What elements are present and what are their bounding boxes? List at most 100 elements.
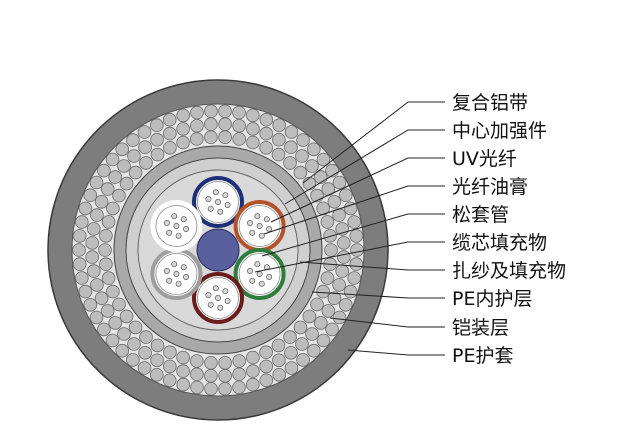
armor-wire bbox=[204, 130, 218, 145]
armor-wire bbox=[190, 119, 204, 133]
armor-wire bbox=[259, 345, 273, 360]
optical-fiber bbox=[207, 205, 214, 212]
armor-wire bbox=[296, 353, 310, 367]
label-uv-fiber: UV光纤 bbox=[452, 148, 517, 170]
armor-wire bbox=[259, 112, 274, 127]
label-pe-inner-sheath: PE内护层 bbox=[452, 288, 532, 310]
armor-wire bbox=[163, 345, 177, 360]
armor-wire bbox=[97, 322, 111, 337]
armor-wire bbox=[139, 156, 153, 170]
armor-wire bbox=[128, 165, 143, 180]
optical-fiber bbox=[258, 280, 265, 287]
optical-fiber bbox=[222, 288, 229, 295]
leader-line bbox=[270, 157, 445, 223]
leader-line bbox=[299, 261, 445, 271]
armor-wire bbox=[350, 243, 364, 257]
armor-wire bbox=[137, 361, 152, 375]
armor-wire bbox=[218, 104, 232, 118]
armor-wire bbox=[310, 297, 324, 312]
armor-wire bbox=[190, 354, 204, 368]
optical-fiber bbox=[256, 271, 263, 277]
optical-fiber bbox=[222, 192, 229, 199]
armor-wire bbox=[128, 320, 143, 335]
label-pe-outer-sheath: PE护套 bbox=[452, 345, 513, 367]
optical-fiber bbox=[247, 220, 253, 226]
armor-wire bbox=[150, 118, 164, 132]
armor-wire bbox=[259, 359, 274, 374]
armor-wire bbox=[138, 345, 152, 360]
armor-wire bbox=[272, 367, 287, 382]
armor-wire bbox=[343, 201, 358, 216]
optical-fiber bbox=[224, 202, 231, 208]
armor-wire bbox=[327, 195, 342, 209]
armor-wire bbox=[332, 278, 346, 292]
armor-wire bbox=[117, 159, 131, 173]
armor-wire bbox=[338, 188, 353, 203]
component-labels: 复合铝带 中心加强件 UV光纤 光纤油膏 松套管 缆芯填充物 扎纱及填充物 PE… bbox=[452, 92, 566, 367]
armor-wire bbox=[336, 236, 351, 250]
armor-wire bbox=[246, 364, 260, 378]
optical-fiber bbox=[215, 295, 221, 301]
label-composite-aluminum-tape: 复合铝带 bbox=[452, 92, 528, 114]
optical-fiber bbox=[215, 199, 221, 205]
cable-cross-section-icon bbox=[47, 79, 389, 421]
armor-wire bbox=[85, 236, 99, 250]
label-fiber-gel: 光纤油膏 bbox=[452, 175, 528, 198]
armor-wire bbox=[90, 278, 104, 292]
optical-fiber bbox=[175, 232, 182, 239]
optical-fiber bbox=[266, 274, 273, 280]
optical-fiber bbox=[207, 301, 214, 308]
armor-wire bbox=[284, 361, 299, 375]
armor-wire bbox=[204, 355, 218, 370]
optical-fiber bbox=[254, 261, 261, 268]
armor-wire bbox=[150, 338, 165, 353]
optical-fiber bbox=[212, 189, 219, 196]
optical-fiber bbox=[166, 229, 173, 236]
label-core-filler: 缆芯填充物 bbox=[452, 232, 547, 254]
armor-wire bbox=[117, 327, 131, 341]
leader-line bbox=[311, 291, 445, 299]
armor-wire bbox=[115, 142, 129, 157]
armor-wire bbox=[89, 310, 104, 325]
label-armor-layer: 铠装层 bbox=[452, 317, 509, 339]
armor-wire bbox=[321, 304, 336, 318]
armor-wire bbox=[302, 309, 317, 324]
armor-wire bbox=[150, 132, 164, 147]
armor-wire bbox=[347, 215, 362, 229]
optical-fiber bbox=[180, 264, 187, 271]
armor-wire bbox=[85, 250, 99, 264]
armor-wire bbox=[272, 353, 286, 368]
armor-wire bbox=[162, 373, 177, 388]
armor-wire bbox=[112, 297, 126, 312]
armor-wire bbox=[190, 380, 204, 395]
armor-wire bbox=[272, 132, 286, 147]
armor-wire bbox=[316, 333, 331, 348]
leader-line bbox=[263, 185, 445, 235]
armor-wire bbox=[284, 345, 298, 360]
armor-wire bbox=[163, 126, 177, 141]
armor-wire bbox=[316, 152, 331, 167]
armor-wire bbox=[106, 201, 120, 216]
armor-wire bbox=[150, 367, 164, 382]
armor-wire bbox=[150, 353, 164, 368]
armor-wire bbox=[112, 188, 126, 203]
optical-fiber bbox=[173, 271, 180, 277]
optical-fiber bbox=[205, 292, 212, 298]
armor-wire bbox=[323, 229, 337, 243]
armor-wire bbox=[72, 229, 87, 243]
leader-line bbox=[261, 213, 445, 257]
armor-wire bbox=[139, 330, 153, 344]
armor-wire bbox=[163, 359, 177, 374]
armor-wire bbox=[347, 271, 362, 285]
optical-fiber bbox=[224, 298, 231, 304]
armor-wire bbox=[296, 133, 310, 147]
armor-wire bbox=[105, 333, 120, 348]
label-central-strength-member: 中心加强件 bbox=[452, 120, 547, 142]
armor-wire bbox=[246, 377, 260, 392]
armor-wire bbox=[313, 316, 328, 330]
armor-wire bbox=[119, 309, 134, 324]
optical-fiber bbox=[180, 216, 187, 223]
optical-fiber bbox=[217, 304, 224, 311]
armor-wire bbox=[218, 130, 232, 145]
optical-fiber bbox=[166, 277, 173, 284]
